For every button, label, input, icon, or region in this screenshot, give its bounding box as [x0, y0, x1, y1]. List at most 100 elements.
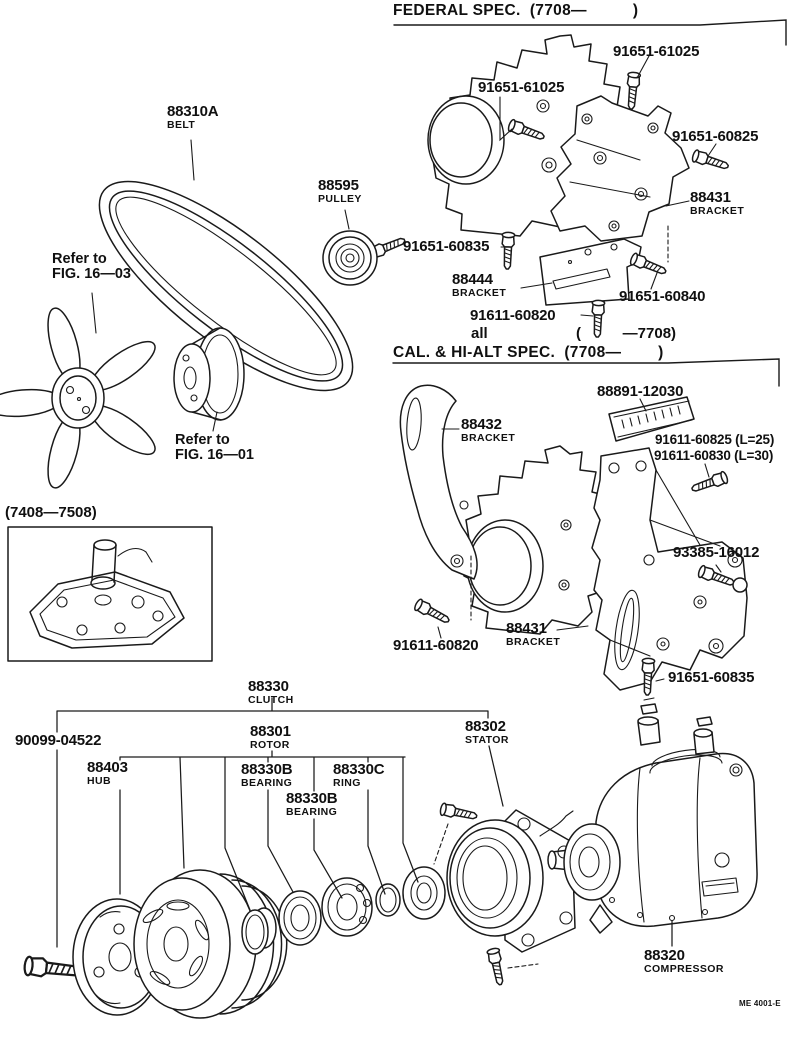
- belt-drawing: [98, 180, 354, 392]
- federal-section-bracket-line: [393, 19, 787, 46]
- part-88444-bracket-line-0: 88444: [452, 271, 493, 288]
- applicability-all-line-0: all: [471, 325, 488, 342]
- federal-spec-header: FEDERAL SPEC. (7708— ): [393, 2, 639, 19]
- part-88330c-ring-line-0: 88330C: [333, 761, 385, 778]
- part-88330c-ring-line-1: RING: [333, 776, 361, 789]
- bolt-91611-60830-l30: 91611-60830 (L=30): [654, 448, 774, 463]
- part-88431-bracket-federal-line-1: BRACKET: [690, 204, 745, 217]
- refer-fig-16-01-line-1: FIG. 16—01: [175, 447, 254, 464]
- part-88330b-bearing-1-line-0: 88330B: [241, 761, 293, 778]
- inset-box: [7, 526, 213, 662]
- refer-fig-16-03-line-0: Refer to: [52, 251, 107, 267]
- part-88432-bracket-line-1: BRACKET: [461, 431, 516, 444]
- spec-plate-88891-drawing: [608, 396, 695, 442]
- bolt-91651-60825-line-0: 91651-60825: [672, 128, 759, 145]
- bolt-91651-61025-lower-line-0: 91651-61025: [478, 79, 565, 96]
- bolt-91651-61025-lower: 91651-61025: [478, 80, 564, 96]
- bolt-91611-60825-l25-line-0: 91611-60825 (L=25): [655, 432, 775, 447]
- applicability-range: ( —7708): [576, 326, 676, 342]
- part-88310a-belt-line-1: BELT: [167, 118, 196, 131]
- bolt-drawings-cal: [412, 470, 748, 696]
- bolt-91651-60835-cal-line-0: 91651-60835: [668, 669, 755, 686]
- inset-compressor-top-view-drawing: [29, 539, 185, 649]
- part-88320-compressor-line-1: COMPRESSOR: [644, 962, 724, 975]
- bolt-93385-16012-line-0: 93385-16012: [673, 544, 760, 561]
- bolt-91651-60825: 91651-60825: [672, 129, 758, 145]
- snap-ring-drawing: [241, 907, 277, 955]
- part-88310a-belt-line-0: 88310A: [167, 103, 219, 120]
- refer-fig-16-01-line-0: Refer to: [175, 432, 230, 448]
- part-88431-bracket-cal-line-0: 88431: [506, 620, 547, 637]
- part-88301-rotor-line-0: 88301: [250, 723, 291, 740]
- idler-pulley-88595-drawing: [322, 230, 408, 286]
- bracket-88431-federal-drawing: [550, 95, 690, 242]
- part-88891-12030-plate: 88891-12030: [597, 384, 683, 400]
- inset-range-line-0: (7408—7508): [5, 504, 97, 521]
- bearing-88330b-1-drawing: [278, 890, 322, 946]
- part-88330b-bearing-2-line-1: BEARING: [286, 805, 338, 818]
- part-88431-bracket-federal-line-0: 88431: [690, 189, 731, 206]
- bolt-91611-60825-l25: 91611-60825 (L=25): [655, 432, 775, 447]
- bolt-91611-60820-federal-line-0: 91611-60820: [470, 307, 556, 324]
- bolt-90099-04522-line-0: 90099-04522: [15, 732, 102, 749]
- part-88444-bracket-line-1: BRACKET: [452, 286, 507, 299]
- part-88330-clutch-line-1: CLUTCH: [248, 693, 294, 706]
- applicability-range-line-0: ( —7708): [576, 325, 677, 342]
- doc-code-line-0: ME 4001-E: [739, 999, 781, 1008]
- bearing-88330b-2-drawing: [321, 877, 373, 937]
- leader-lines: [56, 55, 722, 969]
- part-88432-bracket-line-0: 88432: [461, 416, 502, 433]
- refer-fig-16-03-line-1: FIG. 16—03: [52, 266, 131, 283]
- bolt-91651-61025-upper-line-0: 91651-61025: [613, 43, 700, 60]
- part-88330b-bearing-1-line-1: BEARING: [241, 776, 293, 789]
- bolt-91611-60820-cal-line-0: 91611-60820: [393, 637, 479, 654]
- water-pump-pulley-drawing: [173, 327, 245, 421]
- part-88330-clutch-line-0: 88330: [248, 678, 289, 695]
- part-88301-rotor-line-1: ROTOR: [250, 738, 290, 751]
- ring-88330c-drawing: [375, 883, 401, 917]
- rotor-88301-drawing: [133, 869, 288, 1019]
- part-88403-hub-line-1: HUB: [87, 774, 111, 787]
- bolt-91651-61025-upper: 91651-61025: [613, 44, 699, 60]
- part-88595-pulley-line-1: PULLEY: [318, 192, 362, 205]
- bolt-91611-60820-federal: 91611-60820: [470, 307, 556, 324]
- fan-drawing: [0, 307, 156, 489]
- bolt-91651-60840-line-0: 91651-60840: [619, 288, 706, 305]
- bolt-93385-16012: 93385-16012: [673, 545, 759, 561]
- part-88431-bracket-cal-line-1: BRACKET: [506, 635, 561, 648]
- bolt-91611-60820-cal: 91611-60820: [393, 637, 479, 654]
- applicability-all: all: [471, 326, 488, 342]
- part-88403-hub-line-0: 88403: [87, 759, 128, 776]
- cal-section-bracket-line: [392, 358, 780, 387]
- bracket-88431-cal-drawing: [591, 447, 748, 691]
- cal-hi-alt-spec-header-line-0: CAL. & HI-ALT SPEC. (7708— ): [393, 344, 664, 361]
- part-88302-stator-line-1: STATOR: [465, 733, 509, 746]
- cal-hi-alt-spec-header: CAL. & HI-ALT SPEC. (7708— ): [393, 344, 664, 361]
- bolt-91651-60835-cal: 91651-60835: [668, 670, 754, 686]
- part-88320-compressor-line-0: 88320: [644, 947, 685, 964]
- seal-plate-drawing: [402, 866, 446, 920]
- bracket-88432-drawing: [399, 384, 478, 580]
- bolt-91611-60830-l30-line-0: 91611-60830 (L=30): [654, 448, 774, 463]
- federal-spec-header-line-0: FEDERAL SPEC. (7708— ): [393, 2, 639, 19]
- inset-range: (7408—7508): [5, 505, 97, 521]
- bolt-91651-60835-federal: 91651-60835: [403, 239, 489, 255]
- bolt-91651-60840: 91651-60840: [619, 289, 705, 305]
